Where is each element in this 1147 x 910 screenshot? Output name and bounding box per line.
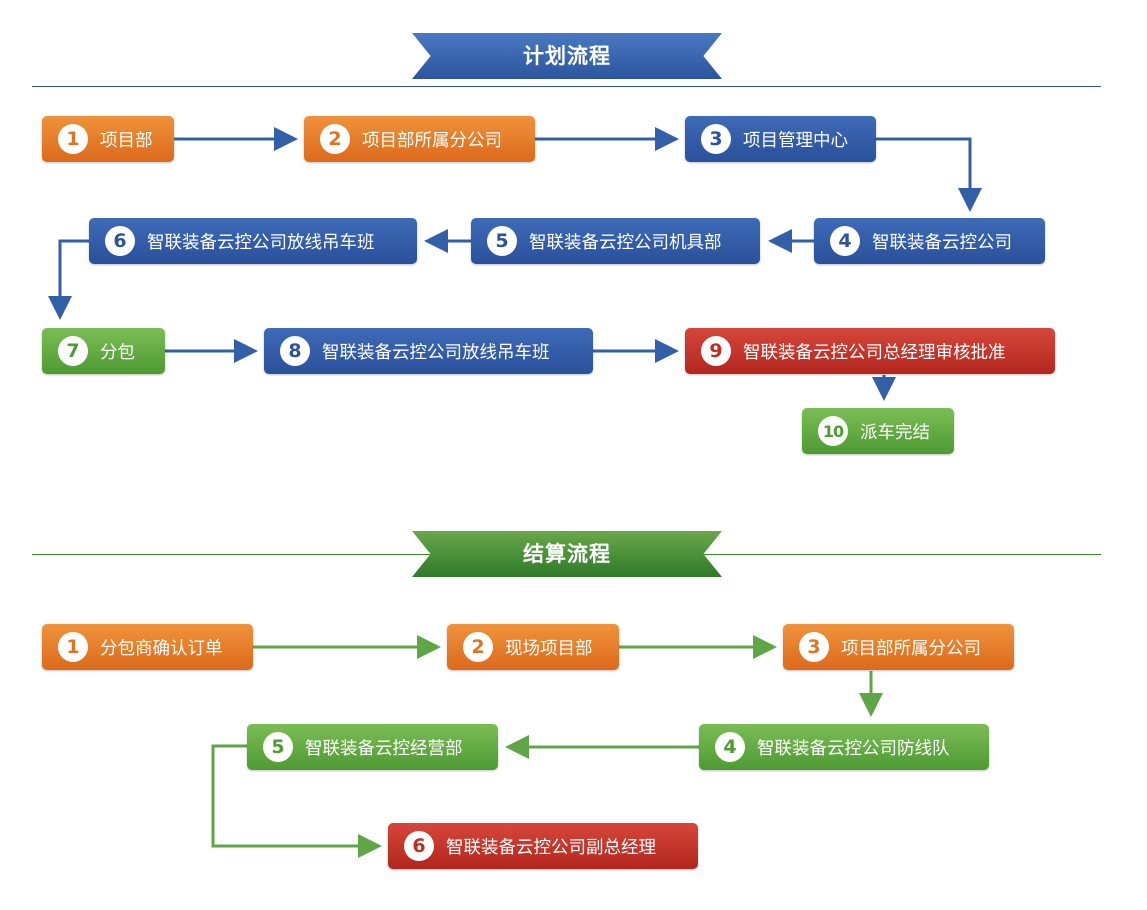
step-number: 5 [487, 226, 517, 256]
step-label: 分包商确认订单 [100, 638, 223, 659]
step-number: 1 [58, 124, 88, 154]
plan-step-3[interactable]: 3 项目管理中心 [685, 116, 876, 162]
step-number: 6 [404, 831, 434, 861]
plan-arrow-6-7 [48, 239, 89, 320]
step-number: 2 [320, 124, 350, 154]
step-label: 智联装备云控经营部 [305, 738, 463, 759]
settle-step-3[interactable]: 3 项目部所属分公司 [783, 624, 1014, 670]
step-number: 6 [105, 226, 135, 256]
step-label: 项目部所属分公司 [362, 130, 502, 151]
settle-step-2[interactable]: 2 现场项目部 [447, 624, 619, 670]
settle-step-5[interactable]: 5 智联装备云控经营部 [247, 724, 498, 770]
step-label: 项目部 [100, 130, 153, 151]
step-label: 智联装备云控公司机具部 [529, 232, 722, 253]
plan-step-2[interactable]: 2 项目部所属分公司 [304, 116, 535, 162]
plan-arrow-3-4 [876, 137, 982, 212]
step-label: 智联装备云控公司副总经理 [446, 837, 656, 858]
step-number: 7 [58, 336, 88, 366]
step-label: 分包 [100, 342, 135, 363]
step-number: 2 [463, 632, 493, 662]
plan-step-9[interactable]: 9 智联装备云控公司总经理审核批准 [685, 328, 1055, 374]
step-number: 5 [263, 732, 293, 762]
step-label: 现场项目部 [505, 638, 593, 659]
plan-divider [32, 86, 1101, 87]
step-label: 项目管理中心 [743, 130, 848, 151]
step-number: 9 [701, 336, 731, 366]
plan-step-5[interactable]: 5 智联装备云控公司机具部 [471, 218, 760, 264]
plan-step-8[interactable]: 8 智联装备云控公司放线吊车班 [264, 328, 593, 374]
plan-step-6[interactable]: 6 智联装备云控公司放线吊车班 [89, 218, 417, 264]
step-number: 3 [701, 124, 731, 154]
plan-step-1[interactable]: 1 项目部 [42, 116, 174, 162]
step-number: 1 [58, 632, 88, 662]
plan-step-7[interactable]: 7 分包 [42, 328, 165, 374]
step-label: 智联装备云控公司 [872, 232, 1012, 253]
settle-step-1[interactable]: 1 分包商确认订单 [42, 624, 253, 670]
settle-title-banner: 结算流程 [412, 531, 722, 577]
step-label: 智联装备云控公司放线吊车班 [147, 232, 375, 253]
step-label: 派车完结 [860, 422, 930, 443]
settle-step-4[interactable]: 4 智联装备云控公司防线队 [699, 724, 989, 770]
step-label: 智联装备云控公司总经理审核批准 [743, 342, 1006, 363]
plan-step-4[interactable]: 4 智联装备云控公司 [814, 218, 1045, 264]
plan-title-banner: 计划流程 [412, 33, 722, 79]
settle-step-6[interactable]: 6 智联装备云控公司副总经理 [388, 823, 698, 869]
step-number: 3 [799, 632, 829, 662]
plan-step-10[interactable]: 10 派车完结 [802, 408, 954, 454]
step-number: 4 [715, 732, 745, 762]
settle-arrow-5-6 [211, 744, 382, 858]
step-label: 项目部所属分公司 [841, 638, 981, 659]
step-label: 智联装备云控公司防线队 [757, 738, 950, 759]
step-number: 4 [830, 226, 860, 256]
step-number: 10 [818, 416, 848, 446]
step-label: 智联装备云控公司放线吊车班 [322, 342, 550, 363]
step-number: 8 [280, 336, 310, 366]
